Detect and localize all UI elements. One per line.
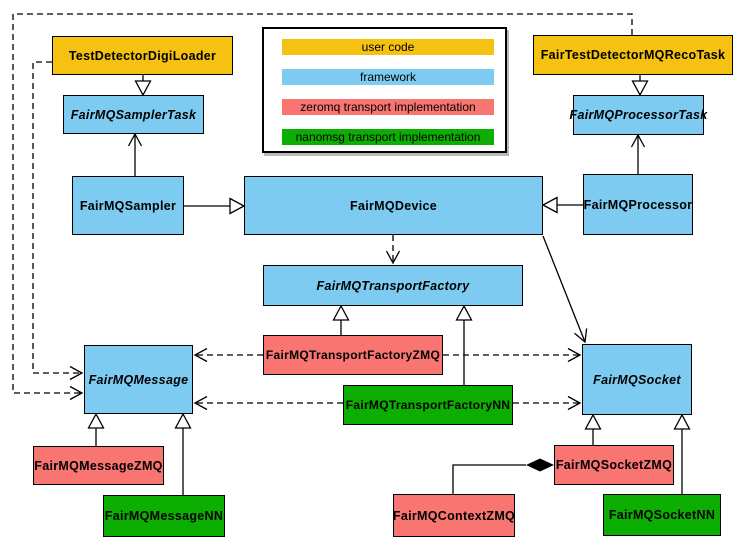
class-box-fairmq-device: FairMQDevice — [244, 176, 543, 235]
class-box-fairmq-socket: FairMQSocket — [582, 344, 692, 415]
class-box-fairmq-transport-factory-nn: FairMQTransportFactoryNN — [343, 385, 513, 425]
legend-item-nanomsg: nanomsg transport implementation — [282, 129, 494, 145]
class-box-fairmq-message: FairMQMessage — [84, 345, 193, 414]
class-box-fair-test-detector-mq-reco-task: FairTestDetectorMQRecoTask — [533, 35, 733, 75]
composition-diamond-icon — [526, 458, 554, 472]
class-box-fairmq-socket-zmq: FairMQSocketZMQ — [554, 445, 674, 485]
class-box-fairmq-transport-factory-zmq: FairMQTransportFactoryZMQ — [263, 335, 443, 375]
edge-recotask-to-message — [12, 13, 633, 401]
edge-device-to-socket — [542, 235, 588, 344]
legend-item-framework: framework — [282, 69, 494, 85]
class-box-fairmq-message-nn: FairMQMessageNN — [103, 495, 225, 537]
legend-item-user-code: user code — [282, 39, 494, 55]
class-box-fairmq-message-zmq: FairMQMessageZMQ — [33, 446, 164, 485]
class-box-fairmq-context-zmq: FairMQContextZMQ — [393, 494, 515, 537]
class-box-fairmq-socket-nn: FairMQSocketNN — [603, 494, 721, 536]
edge-contextzmq-composition-line — [452, 464, 526, 494]
class-box-fairmq-transport-factory: FairMQTransportFactory — [263, 265, 523, 306]
class-box-fairmq-processor-task: FairMQProcessorTask — [570, 95, 707, 135]
class-box-fairmq-sampler-task: FairMQSamplerTask — [63, 95, 204, 134]
class-box-test-detector-digi-loader: TestDetectorDigiLoader — [52, 36, 233, 75]
class-box-fairmq-sampler: FairMQSampler — [72, 176, 184, 235]
edge-digiloader-to-message — [32, 61, 84, 381]
legend-item-zeromq: zeromq transport implementation — [282, 99, 494, 115]
class-box-fairmq-processor: FairMQProcessor — [583, 174, 693, 235]
legend: user code framework zeromq transport imp… — [262, 27, 507, 153]
